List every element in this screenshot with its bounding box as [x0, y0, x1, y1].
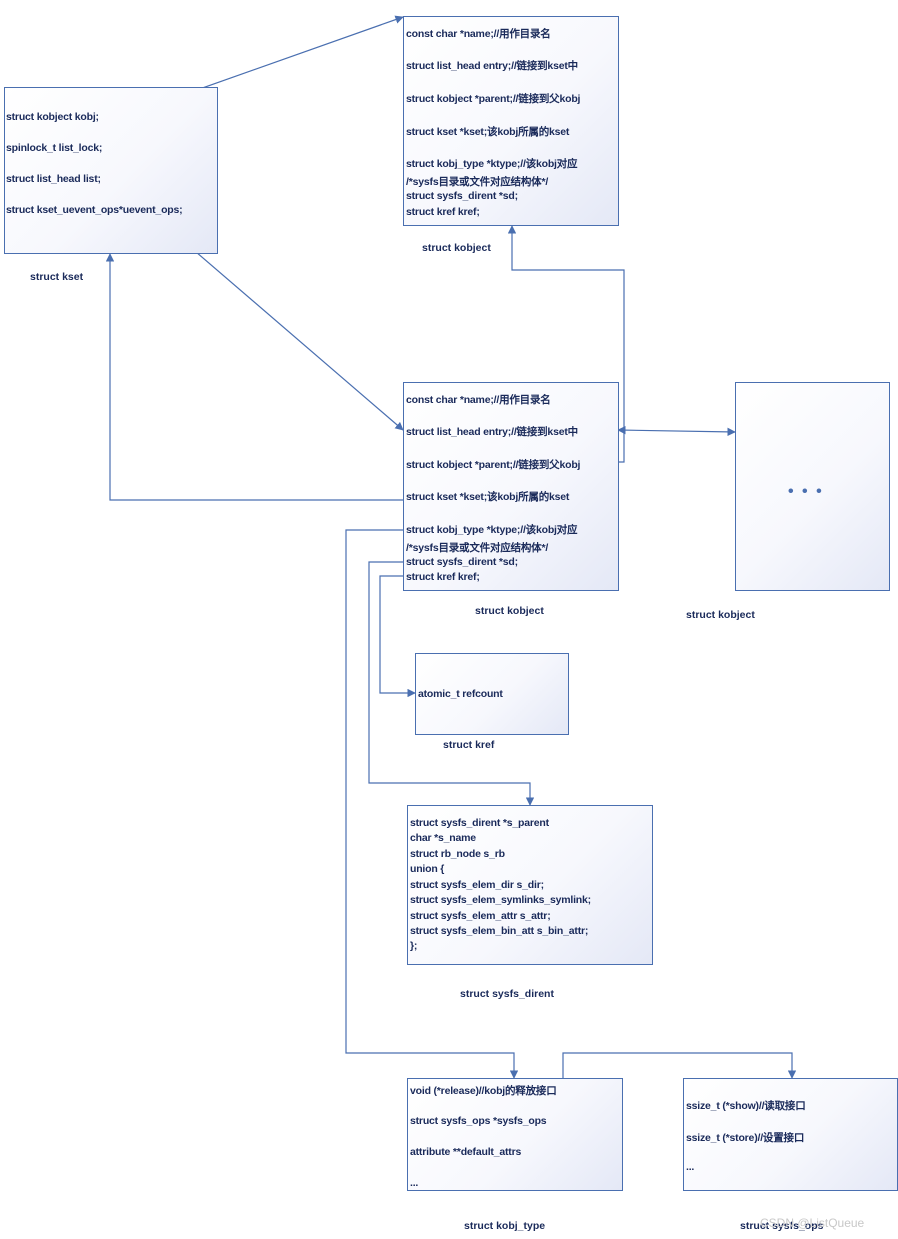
sysfs-dirent-field: struct sysfs_elem_dir s_dir; [410, 879, 544, 891]
kobject-field: /*sysfs目录或文件对应结构体*/ [406, 542, 549, 554]
sysfs-dirent-field: struct sysfs_elem_attr s_attr; [410, 910, 551, 922]
sysfs-dirent-field: struct sysfs_dirent *s_parent [410, 817, 549, 829]
ellipsis-icon: • • • [788, 483, 824, 500]
kobject-field: struct list_head entry;//链接到kset中 [406, 426, 578, 438]
sysfs-dirent-field: struct sysfs_elem_symlinks_symlink; [410, 894, 591, 906]
kobject-sibling-caption: struct kobject [686, 609, 755, 621]
kobject-field: struct list_head entry;//链接到kset中 [406, 60, 578, 72]
kset-field: struct kobject kobj; [6, 111, 99, 123]
kobject-field: struct kref kref; [406, 571, 480, 583]
sysfs-ops-field: ... [686, 1161, 695, 1173]
kobject-main-box: const char *name;//用作目录名 struct list_hea… [403, 382, 619, 591]
arrow-parent-to-kobject [507, 225, 625, 463]
sysfs-dirent-caption: struct sysfs_dirent [460, 988, 554, 1000]
sysfs-dirent-field: struct rb_node s_rb [410, 848, 505, 860]
kobject-parent-caption: struct kobject [422, 242, 491, 254]
kset-field: struct list_head list; [6, 173, 101, 185]
kref-caption: struct kref [443, 739, 495, 751]
kobject-field: struct kset *kset;该kobj所属的kset [406, 491, 570, 503]
kobj-type-field: struct sysfs_ops *sysfs_ops [410, 1115, 547, 1127]
sysfs-dirent-field: union { [410, 863, 445, 875]
kobject-field: struct sysfs_dirent *sd; [406, 190, 518, 202]
kset-field: spinlock_t list_lock; [6, 142, 103, 154]
sysfs-dirent-field: char *s_name [410, 832, 476, 844]
sysfs-ops-field: ssize_t (*show)//读取接口 [686, 1100, 806, 1112]
kobject-parent-box: const char *name;//用作目录名 struct list_hea… [403, 16, 619, 226]
kobj-type-box: void (*release)//kobj的释放接口 struct sysfs_… [407, 1078, 623, 1191]
kobject-field: struct kset *kset;该kobj所属的kset [406, 126, 570, 138]
kobject-field: const char *name;//用作目录名 [406, 28, 551, 40]
kobject-field: struct sysfs_dirent *sd; [406, 556, 518, 568]
sysfs-dirent-field: }; [410, 940, 418, 952]
kref-field: atomic_t refcount [418, 688, 503, 700]
arrow-ktype-to-kobj-type [345, 529, 519, 1079]
sysfs-dirent-box: struct sysfs_dirent *s_parent char *s_na… [407, 805, 653, 965]
arrow-kset-pointer-to-kset [105, 253, 403, 501]
kobj-type-caption: struct kobj_type [464, 1220, 546, 1232]
watermark: CSDN @ListQueue [760, 1216, 865, 1230]
arrow-entry-to-sibling [617, 425, 736, 437]
sysfs-ops-caption: struct sysfs_ops [740, 1220, 824, 1232]
kobj-type-field: ... [410, 1177, 419, 1189]
kref-box: atomic_t refcount [415, 653, 569, 735]
kobject-field: struct kobj_type *ktype;//该kobj对应 [406, 158, 578, 170]
kset-box: struct kobject kobj; spinlock_t list_loc… [4, 87, 218, 254]
kobj-type-field: void (*release)//kobj的释放接口 [410, 1085, 557, 1097]
arrow-kref [379, 575, 416, 698]
kset-field: struct kset_uevent_ops*uevent_ops; [6, 204, 183, 216]
kobject-main-caption: struct kobject [475, 605, 544, 617]
arrow-sd-to-sysfs-dirent [368, 561, 535, 806]
sysfs-dirent-field: struct sysfs_elem_bin_att s_bin_attr; [410, 925, 589, 937]
kobject-field: struct kobj_type *ktype;//该kobj对应 [406, 524, 578, 536]
kset-caption: struct kset [30, 271, 84, 283]
sysfs-ops-box: ssize_t (*show)//读取接口 ssize_t (*store)//… [683, 1078, 898, 1191]
kobject-sibling-box: • • • [735, 382, 890, 591]
kobject-field: /*sysfs目录或文件对应结构体*/ [406, 176, 549, 188]
sysfs-ops-field: ssize_t (*store)//设置接口 [686, 1132, 805, 1144]
kobject-field: const char *name;//用作目录名 [406, 394, 551, 406]
kobject-field: struct kobject *parent;//链接到父kobj [406, 459, 581, 471]
kobj-type-field: attribute **default_attrs [410, 1146, 522, 1158]
kobject-field: struct kobject *parent;//链接到父kobj [406, 93, 581, 105]
kobject-field: struct kref kref; [406, 206, 480, 218]
